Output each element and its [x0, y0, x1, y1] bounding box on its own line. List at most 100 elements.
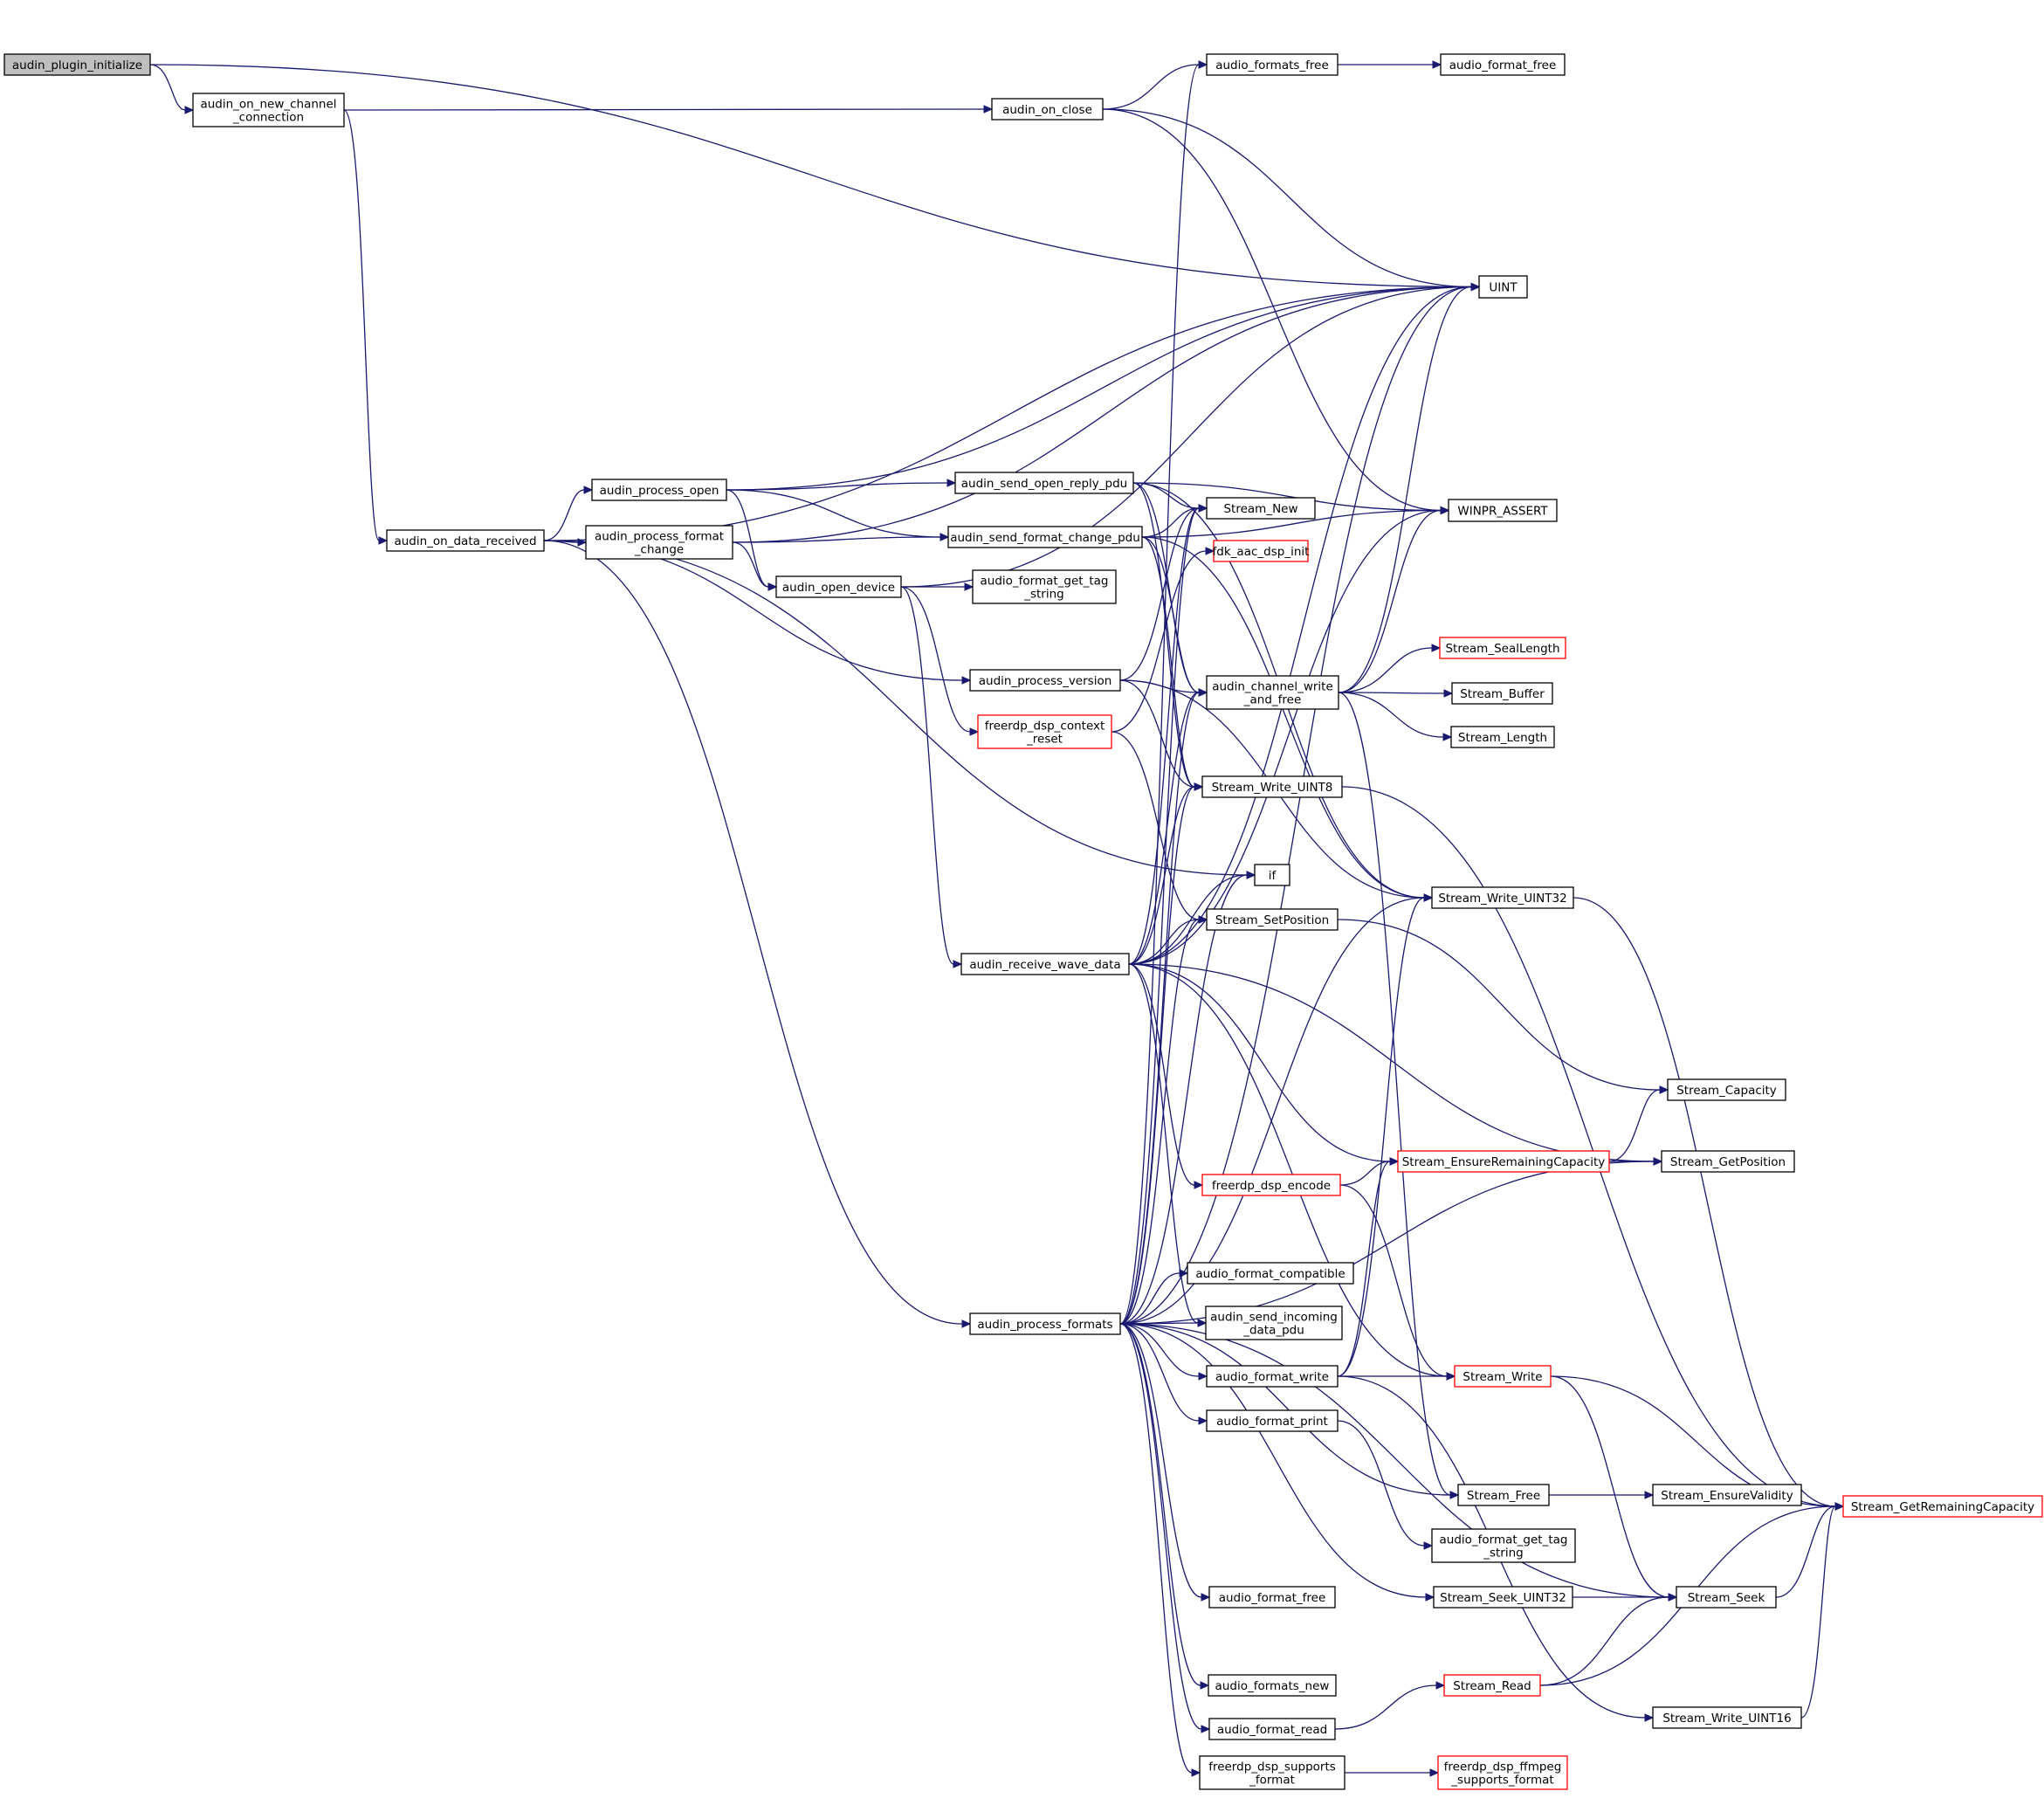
- function-node-n14[interactable]: Stream_New: [1206, 497, 1316, 520]
- edge-arrowhead: [1659, 1085, 1669, 1094]
- edge-n32-to-n14: [1119, 504, 1208, 1325]
- edge-n7-to-n16: [543, 540, 972, 685]
- node-layer: audin_plugin_initialize audin_on_new_chan…: [3, 53, 2043, 1790]
- function-node-n3[interactable]: audin_on_close: [991, 98, 1104, 121]
- node-label: audin_send_incoming: [1210, 1311, 1338, 1325]
- edge-arrowhead: [1440, 506, 1450, 515]
- function-node-n12[interactable]: audin_open_device: [775, 575, 902, 598]
- function-node-n34[interactable]: audio_format_write: [1206, 1365, 1339, 1388]
- function-node-n44[interactable]: audio_formats_new: [1208, 1674, 1337, 1697]
- function-node-n10[interactable]: audin_send_open_reply_pdu: [954, 472, 1134, 494]
- function-node-n9[interactable]: audin_process_format_change: [585, 525, 733, 560]
- function-node-n45[interactable]: Stream_Read: [1443, 1674, 1541, 1697]
- node-label: audin_open_device: [782, 581, 895, 595]
- edge-n32-to-n43: [1119, 1323, 1678, 1602]
- function-node-n18[interactable]: audin_channel_write_and_free: [1206, 675, 1339, 710]
- function-node-n26[interactable]: audin_receive_wave_data: [960, 953, 1130, 975]
- edge-arrowhead: [1644, 1713, 1655, 1722]
- function-node-n5[interactable]: audio_format_free: [1440, 53, 1566, 76]
- function-node-n49[interactable]: freerdp_dsp_ffmpeg_supports_format: [1437, 1755, 1568, 1790]
- edge-line: [1119, 874, 1248, 1325]
- node-box: [947, 526, 1143, 548]
- node-box: [3, 53, 151, 76]
- edge-arrowhead: [953, 960, 963, 968]
- edge-n43-to-n39: [1775, 1502, 1845, 1598]
- function-node-n37[interactable]: Stream_Free: [1457, 1484, 1550, 1506]
- edge-line: [1339, 1184, 1448, 1377]
- node-box: [1661, 1150, 1795, 1173]
- function-node-n19[interactable]: Stream_SealLength: [1439, 637, 1566, 659]
- edge-arrowhead: [1449, 1491, 1460, 1499]
- function-node-n16[interactable]: audin_process_version: [969, 669, 1121, 692]
- node-label: Stream_Capacity: [1676, 1084, 1777, 1098]
- function-node-n2[interactable]: UINT: [1478, 275, 1528, 299]
- edge-line: [543, 540, 963, 1325]
- function-node-n24[interactable]: Stream_Write_UINT32: [1431, 886, 1574, 909]
- function-node-n25[interactable]: Stream_SetPosition: [1206, 908, 1339, 931]
- node-box: [977, 714, 1112, 749]
- edge-line: [1341, 786, 1836, 1507]
- function-node-n17[interactable]: freerdp_dsp_context_reset: [977, 714, 1112, 749]
- node-box: [1439, 637, 1566, 659]
- node-label: audio_format_print: [1216, 1415, 1328, 1429]
- function-node-n6[interactable]: WINPR_ASSERT: [1448, 499, 1558, 522]
- function-node-n42[interactable]: Stream_Seek_UINT32: [1433, 1586, 1573, 1609]
- edge-n7-to-n32: [543, 540, 972, 1328]
- node-label: Stream_Write_UINT32: [1438, 892, 1566, 906]
- edge-arrowhead: [1442, 733, 1453, 741]
- node-box: [1213, 540, 1309, 562]
- function-node-n32[interactable]: audin_process_formats: [969, 1312, 1121, 1335]
- function-node-n33[interactable]: audin_send_incoming_data_pdu: [1205, 1306, 1343, 1340]
- function-node-n43[interactable]: Stream_Seek: [1676, 1586, 1777, 1609]
- edge-line: [1111, 731, 1200, 920]
- function-node-n36[interactable]: audio_format_print: [1206, 1409, 1339, 1432]
- function-node-n4[interactable]: audio_formats_free: [1206, 53, 1339, 76]
- node-label: Stream_New: [1223, 502, 1297, 516]
- node-label: UINT: [1489, 281, 1518, 295]
- edge-line: [726, 489, 941, 538]
- node-box: [1842, 1495, 2043, 1518]
- node-label: Stream_Seek: [1688, 1591, 1765, 1605]
- edge-arrowhead: [964, 582, 974, 591]
- function-node-n21[interactable]: Stream_Length: [1450, 726, 1555, 748]
- edge-line: [1800, 1505, 1836, 1719]
- function-node-n1[interactable]: audin_on_new_channel_connection: [192, 93, 345, 127]
- edge-n12-to-n17: [900, 586, 980, 736]
- function-node-n13[interactable]: audio_format_get_tag_string: [972, 569, 1117, 604]
- function-node-n47[interactable]: Stream_Write_UINT16: [1652, 1706, 1802, 1729]
- function-node-n23[interactable]: if: [1254, 864, 1290, 886]
- edge-line: [1337, 919, 1661, 1091]
- edge-line: [1102, 108, 1442, 512]
- edge-arrowhead: [1644, 1491, 1655, 1499]
- function-node-n0[interactable]: audin_plugin_initialize: [3, 53, 151, 76]
- function-node-n46[interactable]: audio_format_read: [1208, 1718, 1336, 1740]
- edge-line: [1119, 1323, 1202, 1598]
- function-node-n31[interactable]: audio_format_compatible: [1187, 1262, 1354, 1285]
- function-node-n7[interactable]: audin_on_data_received: [386, 529, 545, 552]
- node-label: audin_on_data_received: [394, 534, 536, 548]
- node-box: [1208, 1586, 1336, 1609]
- function-node-n40[interactable]: audio_format_get_tag_string: [1431, 1528, 1576, 1563]
- function-node-n48[interactable]: freerdp_dsp_supports_format: [1199, 1755, 1345, 1790]
- function-node-n20[interactable]: Stream_Buffer: [1451, 682, 1553, 705]
- function-node-n41[interactable]: audio_format_free: [1208, 1586, 1336, 1609]
- node-label: audio_format_get_tag: [1439, 1533, 1567, 1547]
- function-node-n22[interactable]: Stream_Write_UINT8: [1201, 775, 1343, 798]
- edge-line: [1608, 1089, 1661, 1162]
- function-node-n35[interactable]: Stream_Write: [1454, 1365, 1552, 1388]
- edge-n45-to-n43: [1539, 1593, 1678, 1686]
- function-node-n27[interactable]: Stream_Capacity: [1667, 1078, 1786, 1101]
- edge-line: [543, 540, 963, 681]
- function-node-n28[interactable]: freerdp_dsp_encode: [1201, 1174, 1341, 1196]
- function-node-n39[interactable]: Stream_GetRemainingCapacity: [1842, 1495, 2043, 1518]
- edge-line: [1338, 692, 1444, 738]
- function-node-n8[interactable]: audin_process_open: [591, 479, 727, 501]
- edge-arrowhead: [939, 533, 950, 541]
- edge-line: [1338, 509, 1442, 693]
- function-node-n29[interactable]: Stream_EnsureRemainingCapacity: [1397, 1150, 1610, 1173]
- function-node-n15[interactable]: fdk_aac_dsp_init: [1213, 540, 1310, 562]
- function-node-n11[interactable]: audin_send_format_change_pdu: [947, 526, 1143, 548]
- function-node-n38[interactable]: Stream_EnsureValidity: [1652, 1484, 1802, 1506]
- function-node-n30[interactable]: Stream_GetPosition: [1661, 1150, 1795, 1173]
- edge-arrowhead: [1198, 60, 1208, 69]
